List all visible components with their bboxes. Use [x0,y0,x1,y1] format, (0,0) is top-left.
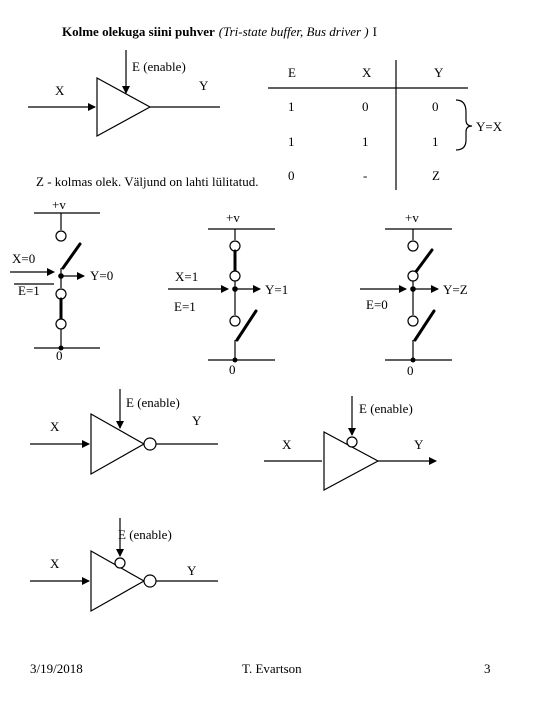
table-cell: 0 [362,99,369,114]
inverter-triangle [90,412,146,476]
ground-label: 0 [407,363,414,378]
switch-open [413,309,436,342]
contact [55,318,67,330]
enable-label: E (enable) [118,527,172,542]
footer-date: 3/19/2018 [30,661,83,676]
table-cell: - [363,168,367,183]
output-label: Y [199,78,209,93]
enable-label: E (enable) [132,59,186,74]
table-cell: 1 [432,134,439,149]
y-label: Y=Z [443,282,468,297]
contact [407,270,419,282]
x-label: X=1 [175,269,198,284]
inversion-bubble [143,437,157,451]
contact [229,270,241,282]
ground-node [410,357,416,363]
input-label: X [50,419,60,434]
z-state-note: Z - kolmas olek. Väljund on lahti lülita… [36,174,259,189]
truth-table: E X Y 1 0 0 1 1 1 0 - Z Y=X [268,60,503,190]
enable-label: E (enable) [126,395,180,410]
ground-label: 0 [229,362,236,377]
input-label: X [50,556,60,571]
table-cell: 0 [432,99,439,114]
vplus-label: +v [52,197,66,212]
footer-page-number: 3 [484,661,491,676]
table-cell: 1 [288,99,295,114]
y-label: Y=1 [265,282,288,297]
switch-open [61,242,82,270]
buffer-triangle [96,76,152,138]
switch-model-3: +v E=0 Y=Z 0 [360,210,468,378]
contact [407,315,419,327]
x-label: X=0 [12,251,35,266]
input-label: X [55,83,65,98]
output-label: Y [192,413,202,428]
enable-label: E (enable) [359,401,413,416]
switch-model-1: +v X=0 E=1 Y=0 0 [10,197,113,363]
tri-state-buffer-top: E (enable) X Y [28,50,220,138]
table-header-e: E [288,65,296,80]
brace-label: Y=X [476,119,503,134]
vplus-label: +v [405,210,419,225]
ground-label: 0 [56,348,63,363]
switch-open [413,248,434,275]
vplus-label: +v [226,210,240,225]
y-label: Y=0 [90,268,113,283]
table-brace [455,99,473,151]
enable-bubble [346,436,358,448]
table-header-x: X [362,65,372,80]
switch-model-2: +v X=1 E=1 Y=1 0 [168,210,288,377]
contact [229,315,241,327]
ground-node [232,357,238,363]
tri-state-buffer-b: E (enable) X Y [264,396,437,492]
inversion-bubble [143,574,157,588]
e-label: E=0 [366,297,388,312]
footer-author: T. Evartson [242,661,302,676]
table-cell: Z [432,168,440,183]
output-label: Y [414,437,424,452]
tri-state-inverter-a: E (enable) X Y [30,389,218,476]
input-label: X [282,437,292,452]
tri-state-inverter-c: E (enable) X Y [30,518,218,613]
ground-node [58,345,64,351]
table-cell: 1 [362,134,369,149]
e-label: E=1 [174,299,196,314]
table-cell: 1 [288,134,295,149]
table-header-y: Y [434,65,444,80]
contact [55,230,67,242]
switch-open [235,309,258,342]
enable-bubble [114,557,126,569]
contact [407,240,419,252]
e-label: E=1 [18,283,40,298]
page-title: Kolme olekuga siini puhver (Tri-state bu… [62,23,377,40]
table-cell: 0 [288,168,295,183]
output-label: Y [187,563,197,578]
